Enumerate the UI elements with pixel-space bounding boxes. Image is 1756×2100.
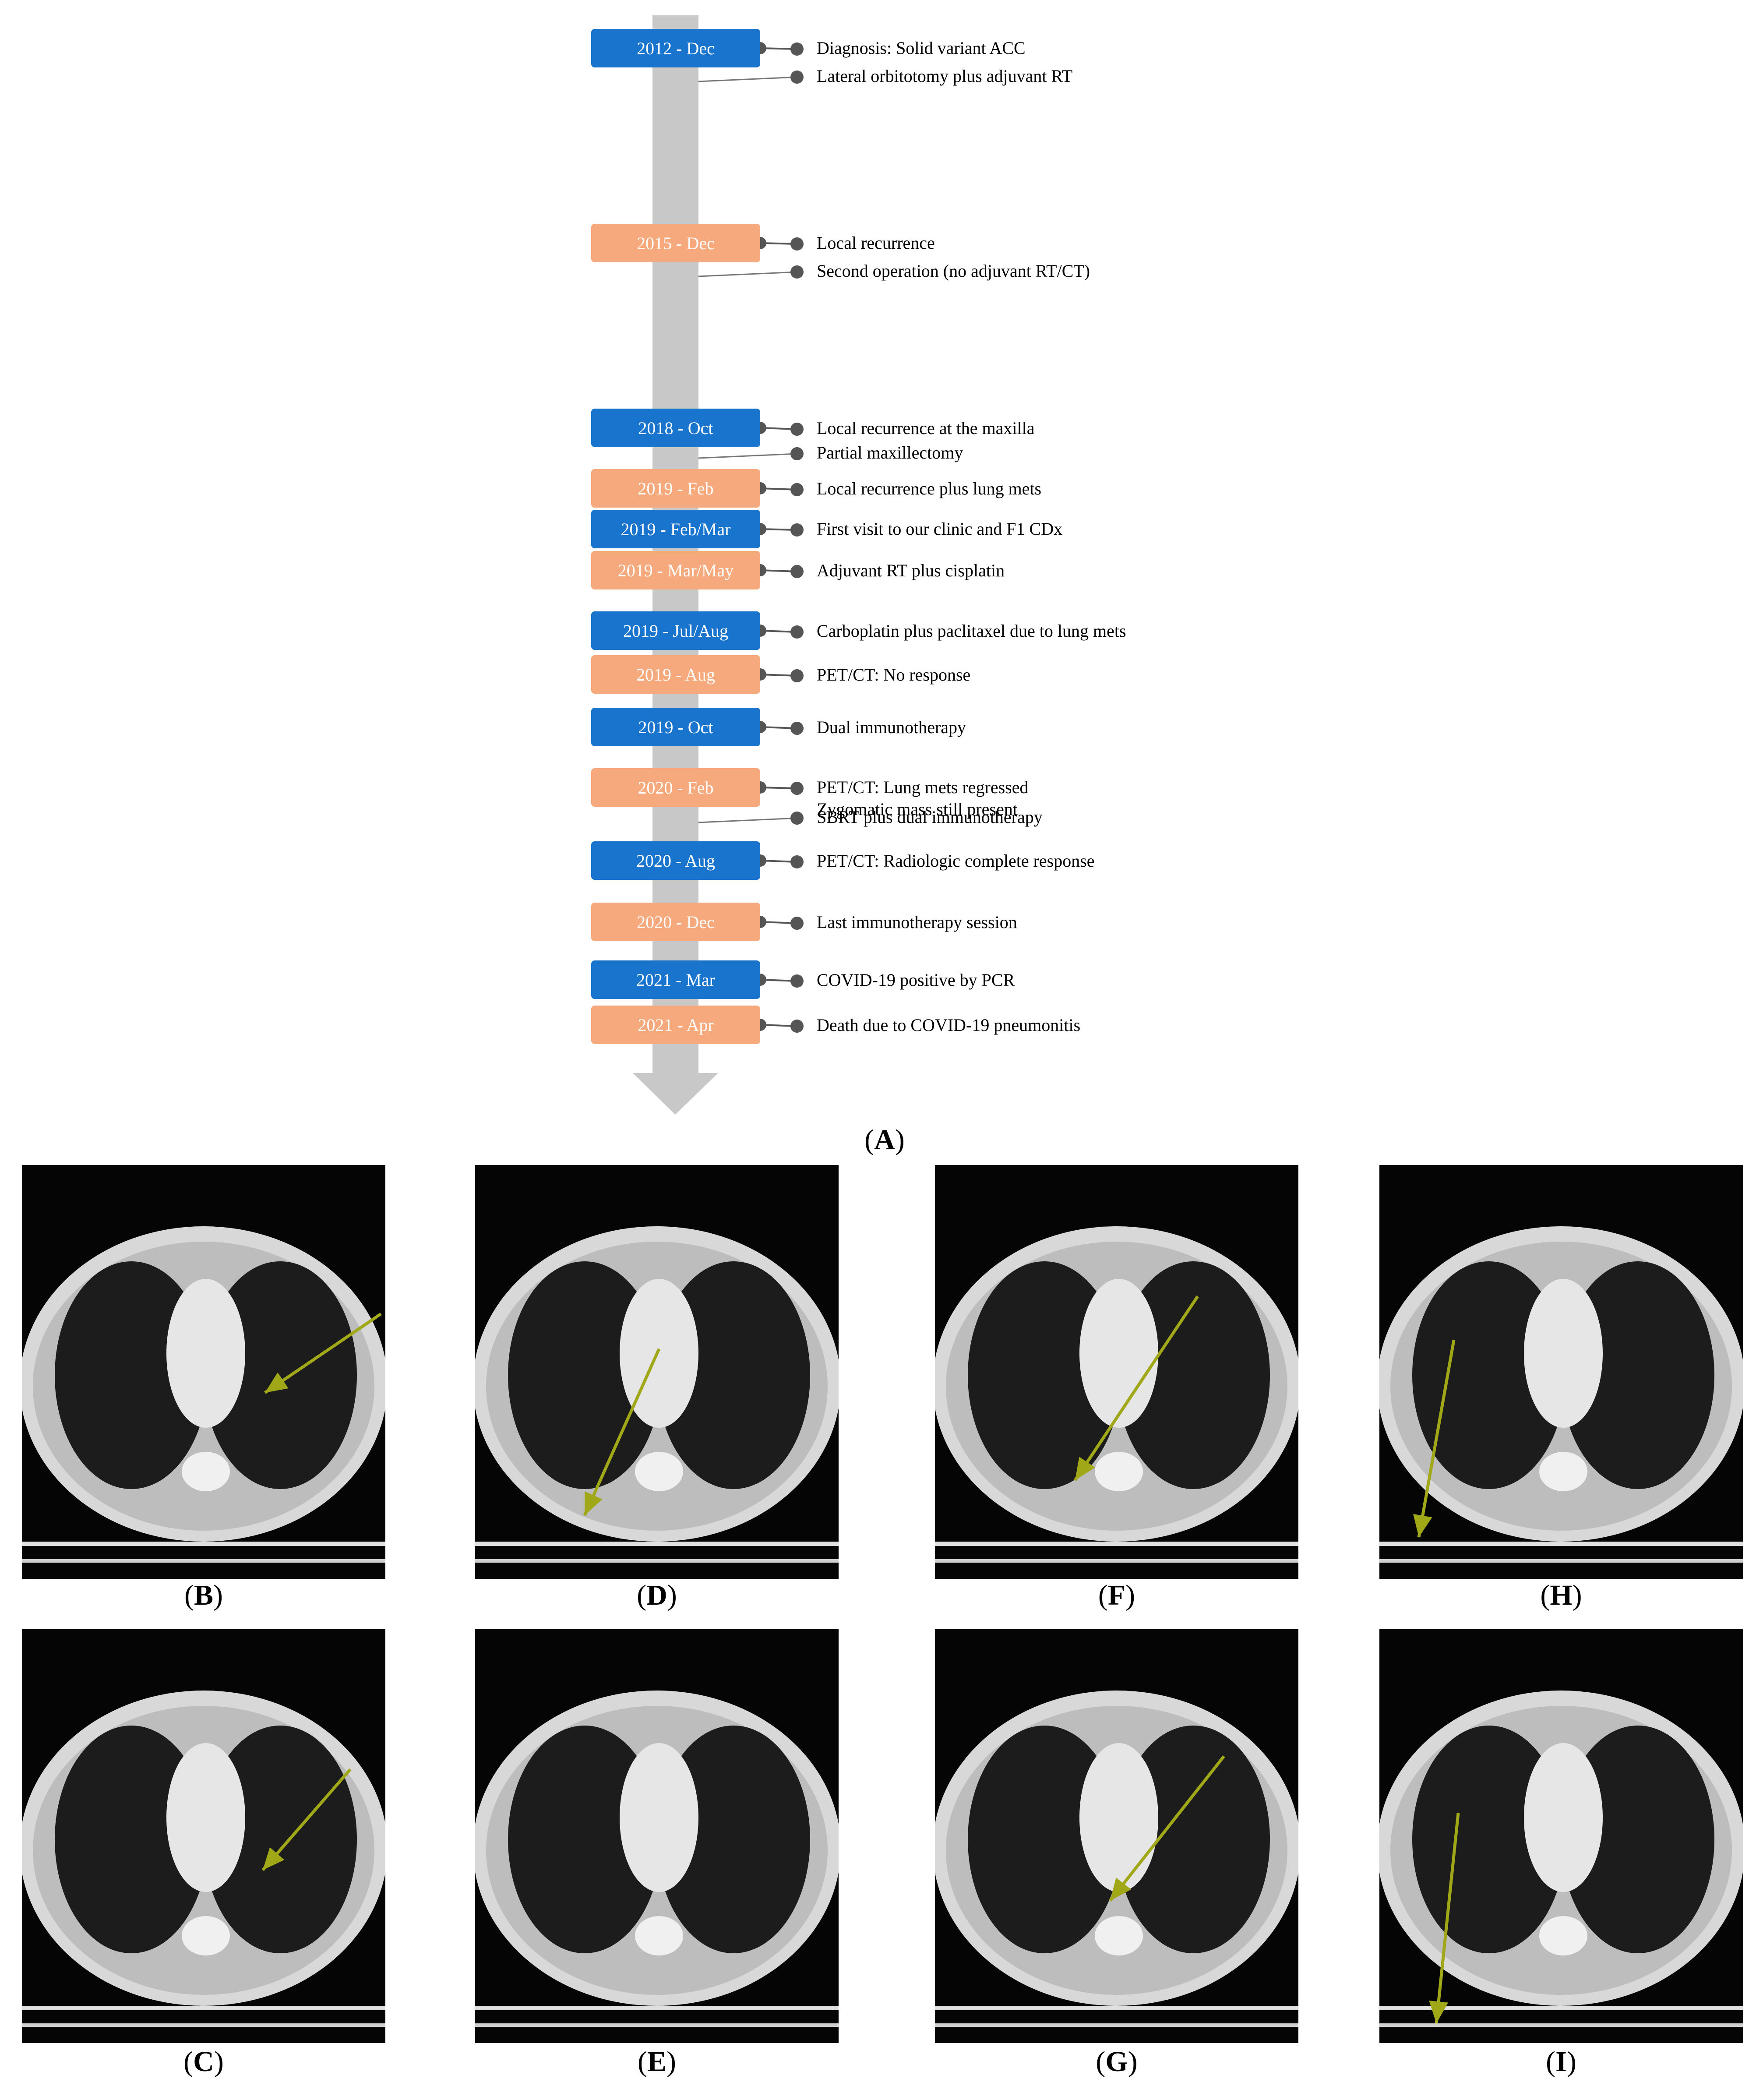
ct-scan-graphic (22, 1629, 385, 2043)
timeline-date-label: 2019 - Mar/May (591, 551, 760, 589)
ct-scan-image (935, 1629, 1298, 2043)
timeline-arrowhead (633, 1073, 718, 1115)
panel-letter: E (647, 2046, 667, 2078)
timeline-event-text: Local recurrence at the maxilla (817, 418, 1035, 438)
timeline-event-dot (790, 974, 804, 988)
ct-scan-image (1379, 1165, 1743, 1579)
ct-scan-image (1379, 1629, 1743, 2043)
ct-scan-image (22, 1629, 385, 2043)
timeline-event-dot (790, 42, 804, 56)
timeline-event-dot (790, 812, 804, 825)
ct-scan-graphic (1379, 1165, 1743, 1579)
panel-label-c: (C) (183, 2046, 224, 2078)
panel-label-a: (A) (864, 1124, 905, 1156)
panel-label-e: (E) (638, 2046, 676, 2078)
treatment-timeline: 2012 - Dec Diagnosis: Solid variant ACC La… (591, 15, 1126, 1115)
timeline-event-text: PET/CT: Radiologic complete response (817, 851, 1095, 871)
timeline-event-text: Diagnosis: Solid variant ACC (817, 38, 1026, 58)
timeline-event-text: Partial maxillectomy (817, 443, 963, 462)
timeline-event-text: Local recurrence (817, 233, 935, 253)
ct-scan-image (935, 1165, 1298, 1579)
timeline-event-dot (790, 483, 804, 496)
ct-scan-image (475, 1165, 839, 1579)
ct-scan-image (475, 1629, 839, 2043)
timeline-event-text: Death due to COVID-19 pneumonitis (817, 1015, 1081, 1035)
timeline-event-dot (790, 423, 804, 436)
panel-label-g: (G) (1096, 2046, 1138, 2078)
timeline-event-dot (790, 265, 804, 279)
panel-label-b: (B) (184, 1579, 223, 1611)
timeline-event-dot (790, 722, 804, 735)
ct-scan-graphic (935, 1165, 1298, 1579)
timeline-date-label: 2019 - Jul/Aug (591, 611, 760, 650)
timeline-date-label: 2020 - Dec (591, 903, 760, 941)
timeline-date-label: 2019 - Feb/Mar (591, 510, 760, 548)
timeline-date-label: 2015 - Dec (591, 224, 760, 262)
timeline-event-dot (790, 625, 804, 639)
timeline-event-text: Adjuvant RT plus cisplatin (817, 561, 1005, 580)
timeline-date-label: 2019 - Feb (591, 469, 760, 508)
timeline-event-text: Second operation (no adjuvant RT/CT) (817, 261, 1090, 281)
timeline-date-label: 2020 - Feb (591, 768, 760, 807)
timeline-event-dot (790, 565, 804, 578)
timeline-event-dot (790, 669, 804, 682)
timeline-event-text: SBRT plus dual immunotherapy (817, 807, 1043, 827)
timeline-event-dot (790, 855, 804, 868)
panel-label-i: (I) (1546, 2046, 1576, 2078)
timeline-date-label: 2021 - Apr (591, 1006, 760, 1044)
timeline-event-dot (790, 917, 804, 930)
panel-label-d: (D) (637, 1579, 677, 1611)
timeline-event-dot (790, 71, 804, 84)
panel-letter: D (646, 1579, 667, 1611)
panel-label-f: (F) (1098, 1579, 1135, 1611)
timeline-event-dot (790, 782, 804, 795)
timeline-date-label: 2018 - Oct (591, 409, 760, 447)
timeline-connector-line (698, 76, 797, 82)
panel-letter: G (1105, 2046, 1128, 2078)
timeline-date-label: 2020 - Aug (591, 841, 760, 880)
timeline-date-label: 2019 - Oct (591, 708, 760, 746)
panel-letter: B (194, 1579, 214, 1611)
timeline-event-text: Zygomatic mass still present (817, 799, 1018, 819)
panel-letter: C (193, 2046, 214, 2078)
timeline-event-dot (790, 1020, 804, 1033)
timeline-date-label: 2019 - Aug (591, 655, 760, 694)
timeline-event-text: PET/CT: No response (817, 665, 971, 685)
timeline-connector-line (698, 453, 797, 459)
timeline-date-label: 2021 - Mar (591, 960, 760, 999)
timeline-connector-line (698, 271, 797, 277)
timeline-event-text: Dual immunotherapy (817, 717, 966, 737)
panel-letter: I (1555, 2046, 1567, 2078)
timeline-connector-line (698, 817, 797, 823)
ct-scan-graphic (935, 1629, 1298, 2043)
timeline-event-text: Local recurrence plus lung mets (817, 479, 1042, 498)
timeline-date-label: 2012 - Dec (591, 29, 760, 67)
ct-scan-graphic (475, 1165, 839, 1579)
timeline-event-text: First visit to our clinic and F1 CDx (817, 519, 1063, 539)
timeline-event-dot (790, 523, 804, 536)
timeline-event-text: COVID-19 positive by PCR (817, 970, 1015, 990)
timeline-event-text: PET/CT: Lung mets regressed (817, 777, 1029, 797)
ct-scan-graphic (1379, 1629, 1743, 2043)
ct-scan-graphic (22, 1165, 385, 1579)
timeline-event-text: Lateral orbitotomy plus adjuvant RT (817, 66, 1073, 86)
timeline-event-dot (790, 237, 804, 251)
timeline-event-text: Last immunotherapy session (817, 912, 1017, 932)
panel-letter: F (1107, 1579, 1126, 1611)
panel-letter: H (1550, 1579, 1573, 1611)
ct-scan-graphic (475, 1629, 839, 2043)
timeline-event-text: Carboplatin plus paclitaxel due to lung … (817, 621, 1126, 641)
timeline-event-dot (790, 447, 804, 460)
panel-label-h: (H) (1540, 1579, 1582, 1611)
ct-scan-image (22, 1165, 385, 1579)
